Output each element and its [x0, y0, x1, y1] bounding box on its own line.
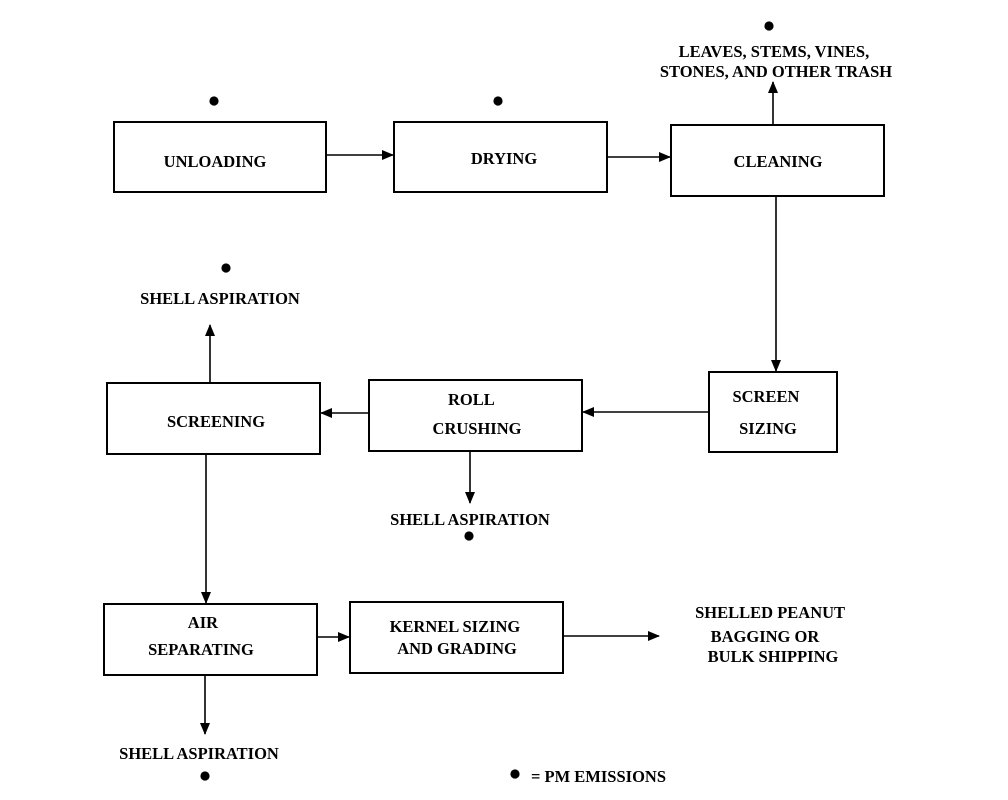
- output-shell-aspiration-air-label: SHELL ASPIRATION: [119, 744, 279, 763]
- node-kernel-sizing: KERNEL SIZING AND GRADING: [349, 601, 564, 674]
- node-cleaning: CLEANING: [670, 124, 885, 197]
- node-air-separating-label: AIR SEPARATING: [148, 613, 254, 659]
- node-roll-crushing-label: ROLL CRUSHING: [433, 390, 522, 438]
- output-shell-aspiration-screening-label: SHELL ASPIRATION: [140, 289, 300, 308]
- legend-text: = PM EMISSIONS: [531, 767, 666, 786]
- node-screen-sizing-label: SCREEN SIZING: [732, 387, 803, 438]
- node-roll-crushing: ROLL CRUSHING: [368, 379, 583, 452]
- legend: = PM EMISSIONS: [510, 767, 666, 786]
- node-unloading-label: UNLOADING: [164, 152, 267, 171]
- node-drying: DRYING: [393, 121, 608, 193]
- node-screening: SCREENING: [106, 382, 321, 455]
- pm-emission-dot-screening: [221, 263, 231, 273]
- pm-emission-dot-cleaning: [764, 21, 774, 31]
- pm-emission-dot-unloading: [209, 96, 219, 106]
- node-unloading: UNLOADING: [113, 121, 327, 193]
- output-shell-aspiration-roll-label: SHELL ASPIRATION: [390, 510, 550, 529]
- node-cleaning-label: CLEANING: [734, 152, 823, 171]
- node-air-separating: AIR SEPARATING: [103, 603, 318, 676]
- legend-dot: [510, 769, 520, 779]
- pm-emission-dot-drying: [493, 96, 503, 106]
- node-screen-sizing: SCREEN SIZING: [708, 371, 838, 453]
- pm-emission-dot-air-separating: [200, 771, 210, 781]
- output-shelled-peanut-label: SHELLED PEANUT BAGGING OR BULK SHIPPING: [695, 603, 849, 666]
- node-kernel-sizing-label: KERNEL SIZING AND GRADING: [390, 617, 525, 658]
- pm-emission-dot-roll-crushing: [464, 531, 474, 541]
- node-screening-label: SCREENING: [167, 412, 265, 431]
- output-trash-label: LEAVES, STEMS, VINES, STONES, AND OTHER …: [660, 42, 892, 81]
- node-drying-label: DRYING: [471, 149, 538, 168]
